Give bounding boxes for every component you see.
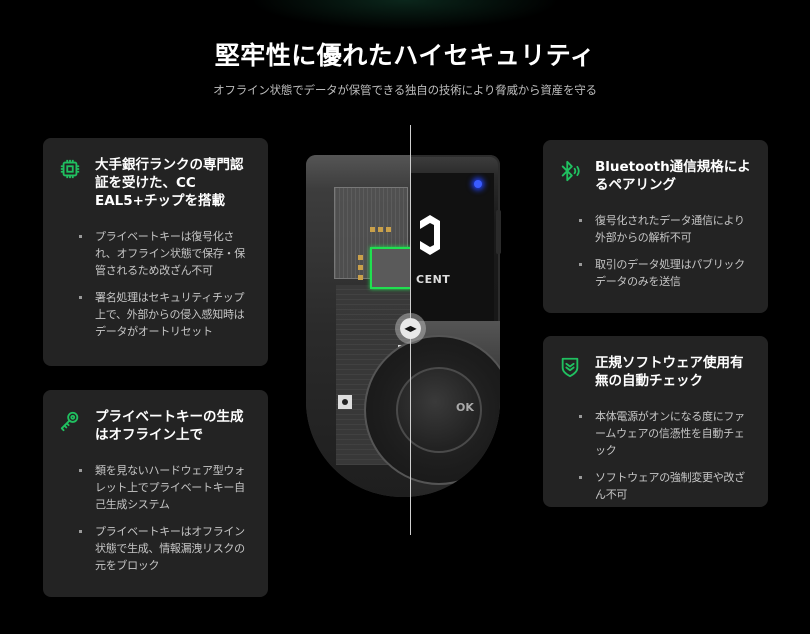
card-title: 正規ソフトウェア使用有無の自動チェック <box>595 355 744 389</box>
bullet-list: 復号化されたデータ通信により外部からの解析不可 取引のデータ処理はパブリックデー… <box>559 212 752 290</box>
bullet-item: 取引のデータ処理はパブリックデータのみを送信 <box>579 256 752 290</box>
device-side-button <box>496 210 501 254</box>
feature-card-shield: 正規ソフトウェア使用有無の自動チェック 本体電源がオンになる度にファームウェアの… <box>543 336 768 507</box>
page-subtitle: オフライン状態でデータが保管できる独自の技術により脅威から資産を守る <box>213 83 597 97</box>
bullet-item: プライベートキーはオフライン状態で生成、情報漏洩リスクの元をブロック <box>79 523 252 574</box>
brand-logo-icon <box>420 215 440 255</box>
gold-pad <box>358 255 363 260</box>
gold-pad <box>386 227 391 232</box>
bullet-list: 類を見ないハードウェア型ウォレット上でプライベートキー自己生成システム プライベ… <box>59 462 252 574</box>
shield-check-icon <box>561 357 579 378</box>
bullet-item: 復号化されたデータ通信により外部からの解析不可 <box>579 212 752 246</box>
bullet-list: プライベートキーは復号化され、オフライン状態で保存・保管されるため改ざん不可 署… <box>59 228 252 340</box>
feature-card-bluetooth: Bluetooth通信規格によるペアリング 復号化されたデータ通信により外部から… <box>543 140 768 313</box>
bullet-item: プライベートキーは復号化され、オフライン状態で保存・保管されるため改ざん不可 <box>79 228 252 279</box>
card-title: Bluetooth通信規格によるペアリング <box>595 159 751 193</box>
feature-card-key: プライベートキーの生成はオフライン上で 類を見ないハードウェア型ウォレット上でプ… <box>43 390 268 597</box>
chip-icon <box>60 159 80 179</box>
bullet-item: 本体電源がオンになる度にファームウェアの信憑性を自動チェック <box>579 408 752 459</box>
gold-pad <box>358 265 363 270</box>
brand-text: CENT <box>416 273 451 286</box>
ok-label: OK <box>456 401 474 414</box>
bullet-item: 類を見ないハードウェア型ウォレット上でプライベートキー自己生成システム <box>79 462 252 513</box>
gold-pad <box>358 275 363 280</box>
comparison-slider-handle[interactable]: ◀▶ <box>395 313 426 344</box>
bluetooth-icon <box>561 160 580 182</box>
gold-pad <box>378 227 383 232</box>
hardware-wallet-device-image: CENT OK <box>306 155 500 497</box>
left-right-arrows-icon: ◀▶ <box>404 324 417 333</box>
feature-card-chip: 大手銀行ランクの専門認証を受けた、CC EAL5+チップを搭載 プライベートキー… <box>43 138 268 366</box>
gold-pad <box>370 227 375 232</box>
card-title: プライベートキーの生成はオフライン上で <box>95 409 244 443</box>
bullet-item: 署名処理はセキュリティチップ上で、外部からの侵入感知時はデータがオートリセット <box>79 289 252 340</box>
screw-pad <box>338 395 352 409</box>
card-title: 大手銀行ランクの専門認証を受けた、CC EAL5+チップを搭載 <box>95 157 244 209</box>
secure-chip-highlight <box>370 247 412 289</box>
bullet-item: ソフトウェアの強制変更や改ざん不可 <box>579 469 752 503</box>
top-glow <box>250 0 560 30</box>
status-led <box>474 180 482 188</box>
key-icon <box>60 411 79 432</box>
bullet-list: 本体電源がオンになる度にファームウェアの信憑性を自動チェック ソフトウェアの強制… <box>559 408 752 503</box>
page-title: 堅牢性に優れたハイセキュリティ <box>214 41 596 70</box>
